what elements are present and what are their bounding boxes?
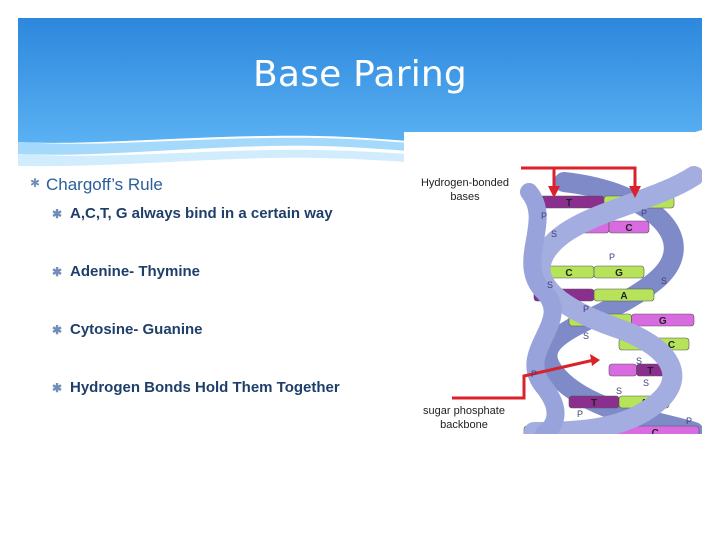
strand-letter: S (636, 356, 642, 366)
base-letter: T (566, 198, 572, 209)
base-letter: G (659, 316, 667, 327)
bullet-text: Chargoff’s Rule (46, 175, 163, 194)
base-letter: C (625, 223, 632, 234)
arrow-red-icon (554, 166, 637, 186)
label-line: sugar phosphate (423, 405, 505, 417)
bullet-star-icon: ✱ (52, 207, 63, 221)
base-letter: C (565, 268, 572, 279)
strand-letter: P (641, 208, 647, 218)
base-right (631, 313, 695, 327)
slide: Base Paring ✱ Chargoff’s Rule ✱ A,C,T, G… (18, 18, 702, 522)
base-right (608, 220, 650, 234)
bullet-level2: ✱ Adenine- Thymine (30, 263, 430, 321)
strand-letter: P (577, 409, 583, 419)
strand-letter: S (583, 331, 589, 341)
base-letter: T (647, 366, 653, 377)
arrow-head-icon (629, 186, 641, 198)
base-right (593, 288, 655, 302)
strand-letter: P (541, 211, 547, 221)
bullet-level2: ✱ Cytosine- Guanine (30, 321, 430, 379)
base-right (593, 265, 645, 279)
backbone-strand-front (524, 166, 702, 434)
strand-letter: P (583, 304, 589, 314)
base-letter: G (615, 268, 623, 279)
bullet-star-icon: ✱ (52, 323, 63, 337)
bullet-star-icon: ✱ (52, 381, 63, 395)
label-line: Hydrogen-bonded (420, 177, 510, 189)
base-letter: T (591, 398, 597, 409)
strand-letter: S (551, 229, 557, 239)
label-hydrogen-bonded: Hydrogen-bonded bases (404, 176, 526, 204)
arrow-red-icon (452, 358, 595, 400)
label-sugar-phosphate: sugar phosphate backbone (406, 404, 522, 432)
bullet-star-icon: ✱ (30, 176, 41, 190)
base-letter: A (620, 291, 627, 302)
base-letter: C (668, 340, 675, 351)
bullet-text: A,C,T, G always bind in a certain way (70, 205, 333, 222)
strand-letter: P (531, 369, 537, 379)
strand-letter: S (547, 280, 553, 290)
bullet-text: Adenine- Thymine (70, 263, 201, 280)
bullet-star-icon: ✱ (52, 265, 63, 279)
bullet-level2: ✱ A,C,T, G always bind in a certain way (30, 205, 430, 263)
bullet-level1: ✱ Chargoff’s Rule (30, 175, 430, 195)
backbone-strand-left (520, 183, 565, 434)
strand-letter: S (643, 378, 649, 388)
label-line: backbone (440, 419, 488, 431)
arrow-head-icon (548, 186, 560, 198)
base-letter: C (652, 428, 659, 434)
label-line: bases (450, 191, 480, 203)
bullet-text: Cytosine- Guanine (70, 321, 203, 338)
base-left (608, 363, 637, 377)
bullet-text: Hydrogen Bonds Hold Them Together (70, 379, 340, 396)
bullet-list: ✱ Chargoff’s Rule ✱ A,C,T, G always bind… (30, 175, 430, 437)
bullet-level2: ✱ Hydrogen Bonds Hold Them Together (30, 379, 430, 437)
strand-letter: S (616, 386, 622, 396)
arrow-head-icon (590, 354, 600, 366)
strand-letter: P (686, 416, 692, 426)
slide-title: Base Paring (253, 54, 467, 95)
strand-letter: S (661, 276, 667, 286)
strand-letter: P (609, 252, 615, 262)
